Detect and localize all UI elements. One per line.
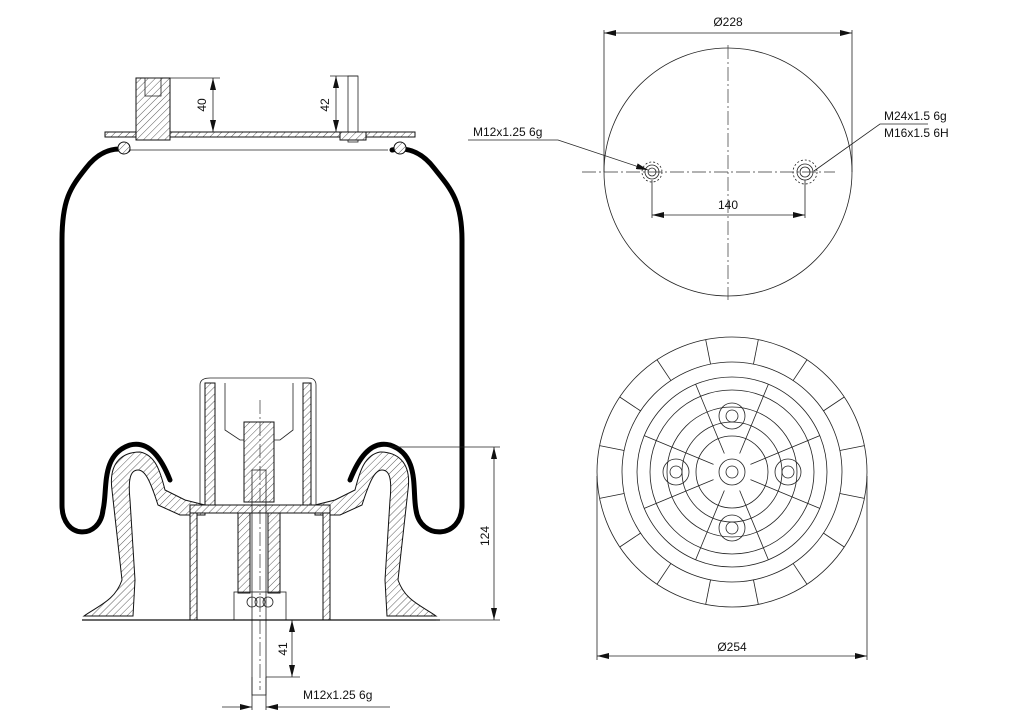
outer-rib bbox=[792, 359, 808, 381]
outer-rib bbox=[619, 532, 641, 548]
piston-right-wall bbox=[314, 451, 438, 617]
hole-spacing-label: 140 bbox=[718, 198, 738, 212]
inner-rib bbox=[750, 479, 820, 509]
bottom-stud bbox=[251, 469, 267, 696]
outer-rib bbox=[823, 532, 845, 548]
dim-piston-height: 124 bbox=[478, 526, 492, 546]
inner-rib bbox=[695, 490, 725, 560]
outer-rib bbox=[599, 493, 625, 499]
bottom-diameter-label: Ø254 bbox=[717, 640, 747, 654]
mount-bosses bbox=[662, 402, 802, 542]
outer-rib bbox=[839, 445, 865, 451]
bottom-thread-label: M12x1.25 6g bbox=[303, 688, 372, 702]
inner-rib bbox=[695, 384, 725, 454]
bump-stop-insert bbox=[243, 421, 275, 503]
outer-rib bbox=[619, 396, 641, 412]
dim-top-left-stud: 40 bbox=[195, 98, 209, 112]
top-stud-left bbox=[135, 77, 171, 141]
outer-rib bbox=[839, 493, 865, 499]
right-thread-outer-label: M24x1.5 6g bbox=[884, 109, 947, 123]
piston-left-wall bbox=[82, 451, 206, 617]
outer-rib bbox=[753, 579, 759, 605]
bellows bbox=[59, 146, 465, 535]
top-diameter-label: Ø228 bbox=[713, 15, 743, 29]
outer-rib bbox=[656, 563, 672, 585]
outer-rib bbox=[705, 579, 711, 605]
outer-rib bbox=[823, 396, 845, 412]
outer-rib bbox=[656, 359, 672, 381]
dim-top-right-stud: 42 bbox=[318, 98, 332, 112]
inner-rib bbox=[739, 384, 769, 454]
inner-rib bbox=[644, 479, 714, 509]
hole-right bbox=[792, 159, 818, 185]
dim-bottom-stud: 41 bbox=[276, 642, 290, 656]
side-view: 40 42 124 41 M12x1.25 6g bbox=[59, 75, 500, 710]
outer-rib bbox=[705, 339, 711, 365]
inner-rib bbox=[739, 490, 769, 560]
inner-rib bbox=[750, 435, 820, 465]
bottom-view: Ø254 bbox=[596, 336, 868, 660]
outer-rib bbox=[753, 339, 759, 365]
bump-stop bbox=[199, 377, 317, 505]
inner-rib bbox=[644, 435, 714, 465]
top-view: Ø228 140 M12x1.25 6g M24x1.5 6g M16x1.5 … bbox=[468, 15, 949, 300]
outer-rib bbox=[599, 445, 625, 451]
hole-left bbox=[641, 161, 663, 183]
top-plate bbox=[104, 131, 416, 138]
left-thread-label: M12x1.25 6g bbox=[473, 125, 542, 139]
outer-rib bbox=[792, 563, 808, 585]
piston-outer-circle bbox=[596, 336, 868, 608]
right-thread-inner-label: M16x1.5 6H bbox=[884, 126, 949, 140]
